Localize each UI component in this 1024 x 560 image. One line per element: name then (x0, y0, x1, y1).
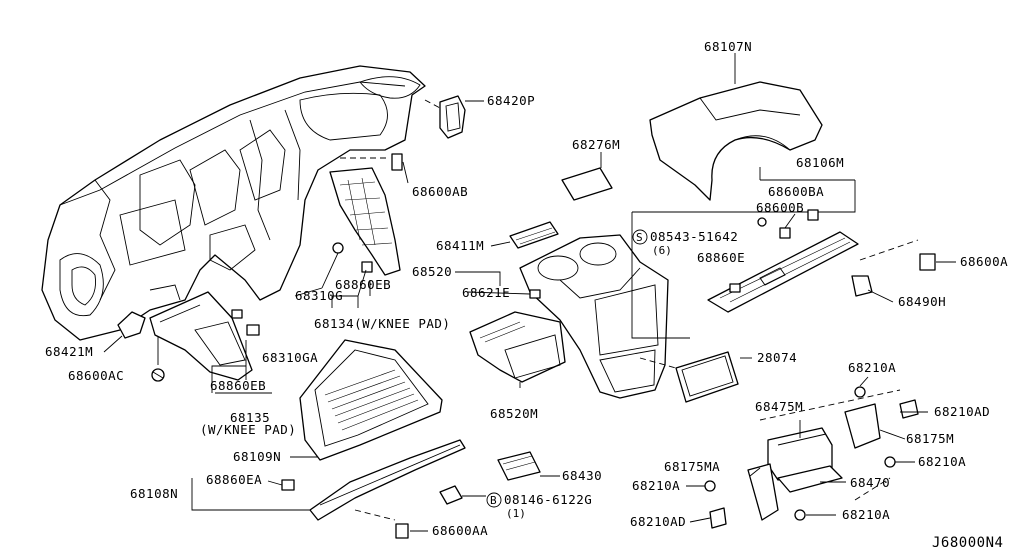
clip-68600AC (151, 333, 165, 382)
label-68310G: 68310G (295, 288, 343, 303)
fastener-68860EB-low (231, 309, 243, 319)
label-68210A-1: 68210A (848, 360, 896, 375)
bracket-68175MA (747, 463, 779, 521)
svg-text:B: B (490, 494, 497, 507)
label-68420P: 68420P (487, 93, 535, 108)
bolt-08146-6122G (439, 485, 463, 505)
svg-text:S: S (636, 231, 643, 244)
label-68276M: 68276M (572, 137, 620, 152)
label-68600A: 68600A (960, 254, 1008, 269)
clip-68490H (851, 275, 894, 303)
label-68109N: 68109N (233, 449, 281, 464)
label-68490H: 68490H (898, 294, 946, 309)
label-68860EB-low: 68860EB (210, 378, 266, 393)
clip-68600AB (340, 153, 409, 184)
label-68600BA: 68600BA (768, 184, 824, 199)
label-68600AA: 68600AA (432, 523, 488, 538)
label-68600AB: 68600AB (412, 184, 468, 199)
label-68411M: 68411M (436, 238, 484, 253)
instrument-panel-assembly (41, 65, 426, 341)
center-console-68520 (519, 234, 669, 399)
label-68520M: 68520M (490, 406, 538, 421)
bolt-68210AD-2 (709, 507, 727, 529)
label-68600AC: 68600AC (68, 368, 124, 383)
label-68106M: 68106M (796, 155, 844, 170)
glove-box-frame-68108N (281, 439, 466, 521)
label-08146-qty: (1) (506, 507, 526, 520)
label-68175M: 68175M (906, 431, 954, 446)
clip-68600BA (807, 209, 819, 221)
label-68210AD-2: 68210AD (630, 514, 686, 529)
label-08146-6122G: 08146-6122G (504, 492, 592, 507)
label-68107N: 68107N (704, 39, 752, 54)
b-symbol: B (486, 492, 502, 508)
fastener-68310GA (246, 324, 260, 336)
display-28074 (639, 351, 752, 403)
label-68210A-3: 68210A (632, 478, 680, 493)
part-68621E (529, 289, 541, 299)
part-68520M (469, 311, 566, 383)
s-symbol: S (632, 229, 648, 245)
screw-68210A-4 (794, 509, 806, 521)
label-28074: 28074 (757, 350, 797, 365)
screw-68210A-1 (854, 386, 866, 398)
label-68310GA: 68310GA (262, 350, 318, 365)
part-68411M (509, 221, 559, 249)
screw-68210A-3 (704, 480, 716, 492)
clip-68600AA (354, 509, 409, 539)
clip-68600A (859, 239, 956, 271)
label-68475M: 68475M (755, 399, 803, 414)
screw-68210A-2 (884, 456, 896, 468)
label-68134: 68134(W/KNEE PAD) (314, 316, 450, 331)
label-68135-note: (W/KNEE PAD) (200, 422, 296, 437)
label-68600B: 68600B (756, 200, 804, 215)
label-08543-qty: (6) (652, 244, 672, 257)
bracket-68175M (844, 403, 881, 449)
fastener-68860EA (281, 479, 295, 491)
label-68210AD-1: 68210AD (934, 404, 990, 419)
part-68421M (117, 311, 146, 339)
diagram-code: J68000N4 (932, 535, 1003, 551)
glove-box-door-68109N (299, 339, 443, 461)
bracket-68134 (329, 167, 401, 276)
meter-hood-68107N (649, 53, 823, 201)
label-68860EA: 68860EA (206, 472, 262, 487)
clip-68600B (779, 227, 791, 239)
label-68135: 68135 (230, 410, 270, 425)
panel-68276M (561, 167, 613, 201)
label-68210A-2: 68210A (918, 454, 966, 469)
part-68420P (424, 95, 466, 139)
label-68175MA: 68175MA (664, 459, 720, 474)
label-68621E: 68621E (462, 285, 510, 300)
fastener-68860EB-top (361, 261, 373, 273)
label-68430: 68430 (562, 468, 602, 483)
label-68108N: 68108N (130, 486, 178, 501)
part-68430 (497, 451, 541, 481)
label-08543-51642: 08543-51642 (650, 229, 738, 244)
clip-68860E (729, 283, 741, 293)
screw-08543-51642 (757, 217, 767, 227)
label-68520: 68520 (412, 264, 452, 279)
label-68470: 68470 (850, 475, 890, 490)
label-68210A-4: 68210A (842, 507, 890, 522)
panel-68106M (707, 231, 859, 313)
knee-pad-panel-68135 (149, 291, 253, 381)
pocket-68470 (777, 465, 843, 493)
label-68421M: 68421M (45, 344, 93, 359)
grommet-68310G (332, 242, 344, 254)
bolt-68210AD-1 (899, 399, 919, 419)
label-68860EB-top: 68860EB (335, 277, 391, 292)
label-68860E: 68860E (697, 250, 745, 265)
